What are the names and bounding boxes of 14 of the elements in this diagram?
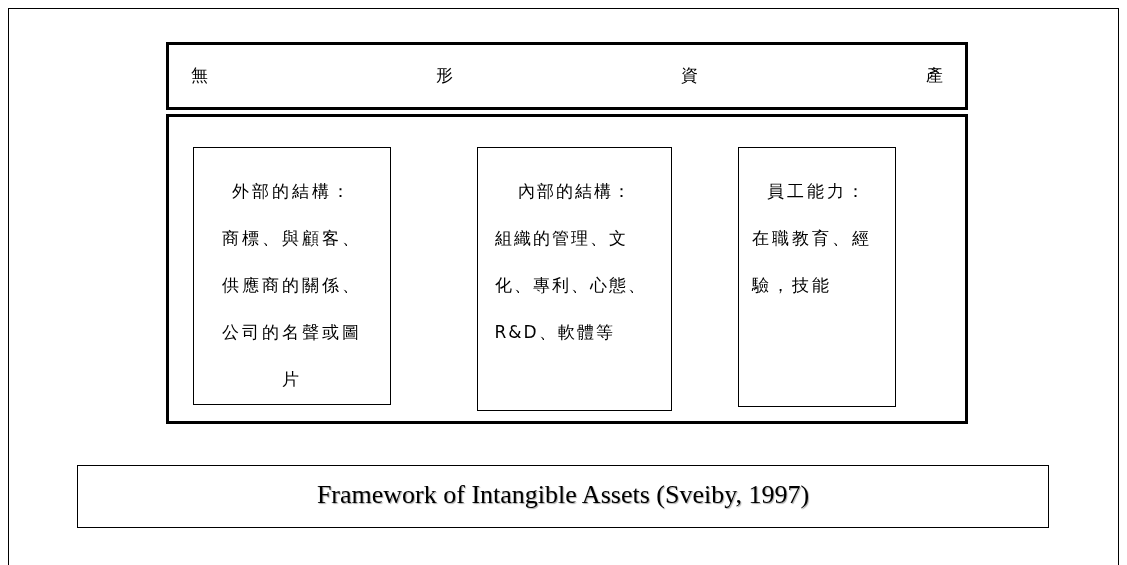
caption-text: Framework of Intangible Assets (Sveiby, 1997) xyxy=(315,479,811,511)
caption-box xyxy=(77,465,1049,528)
category-box xyxy=(193,147,391,405)
title-box xyxy=(166,42,968,110)
category-description: 商標、與顧客、供應商的關係、公司的名聲或圖片 xyxy=(221,227,363,391)
category-heading: 員工能力： xyxy=(766,180,868,203)
category-heading: 外部的結構： xyxy=(231,180,353,203)
category-description: 組織的管理、文化、專利、心態、R&D、軟體等 xyxy=(494,227,648,344)
category-description: 在職教育、經驗，技能 xyxy=(752,227,873,297)
category-box xyxy=(738,147,896,407)
category-heading: 內部的結構： xyxy=(516,180,633,203)
container-box xyxy=(166,114,968,424)
heading-text: 無形資產 xyxy=(191,64,943,87)
category-box xyxy=(477,147,672,411)
